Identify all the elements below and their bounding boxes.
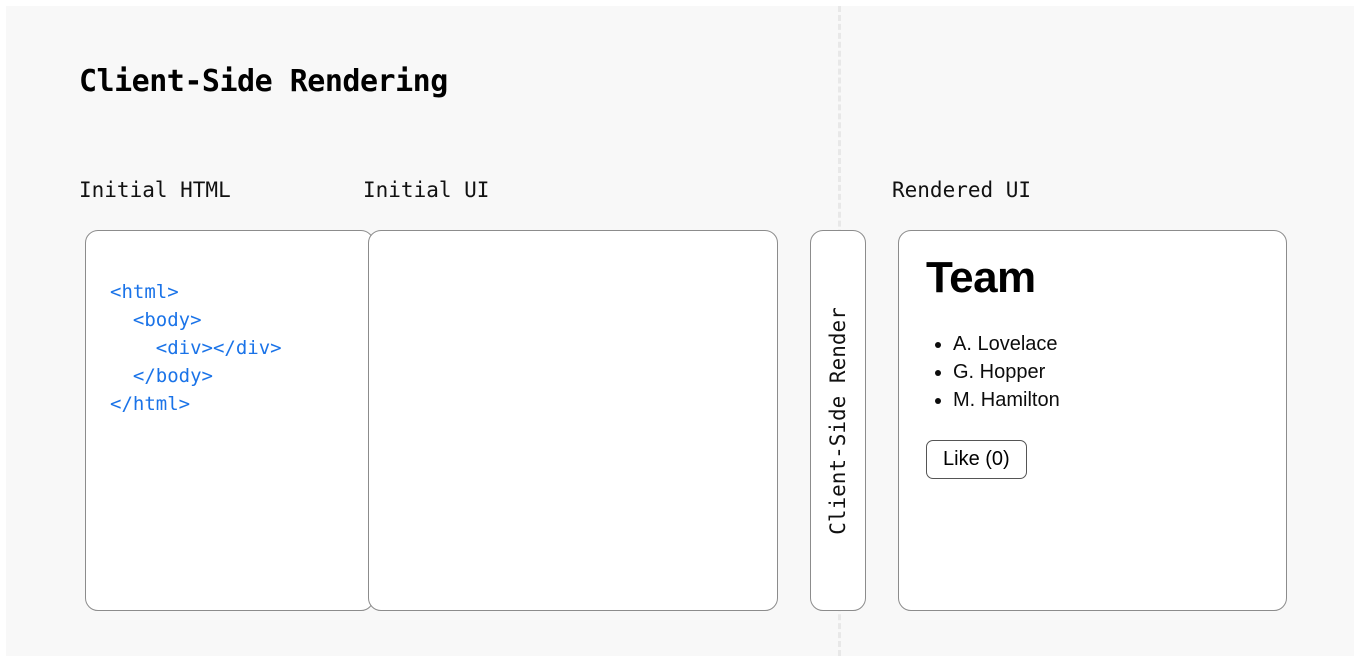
rendered-ui-body: Team A. Lovelace G. Hopper M. Hamilton L…	[926, 253, 1270, 479]
list-item: M. Hamilton	[953, 386, 1270, 414]
initial-html-code: <html> <body> <div></div> </body> </html…	[110, 281, 282, 415]
list-item: A. Lovelace	[953, 330, 1270, 358]
diagram-canvas: Client-Side Rendering Initial HTML Initi…	[6, 6, 1354, 656]
render-strip-label-wrap: Client-Side Render	[811, 231, 865, 610]
rendered-ui-heading: Team	[926, 253, 1036, 302]
render-strip-label: Client-Side Render	[826, 306, 851, 535]
column-caption-initial-html: Initial HTML	[79, 178, 231, 202]
column-caption-rendered-ui: Rendered UI	[892, 178, 1032, 202]
column-caption-initial-ui: Initial UI	[363, 178, 490, 202]
panel-rendered-ui: Team A. Lovelace G. Hopper M. Hamilton L…	[898, 230, 1287, 611]
page-title: Client-Side Rendering	[79, 64, 448, 99]
panel-initial-ui	[368, 230, 778, 611]
panel-initial-html: <html> <body> <div></div> </body> </html…	[85, 230, 374, 611]
like-button[interactable]: Like (0)	[926, 439, 1027, 479]
panel-client-side-render: Client-Side Render	[810, 230, 866, 611]
team-list: A. Lovelace G. Hopper M. Hamilton	[926, 330, 1270, 414]
list-item: G. Hopper	[953, 358, 1270, 386]
